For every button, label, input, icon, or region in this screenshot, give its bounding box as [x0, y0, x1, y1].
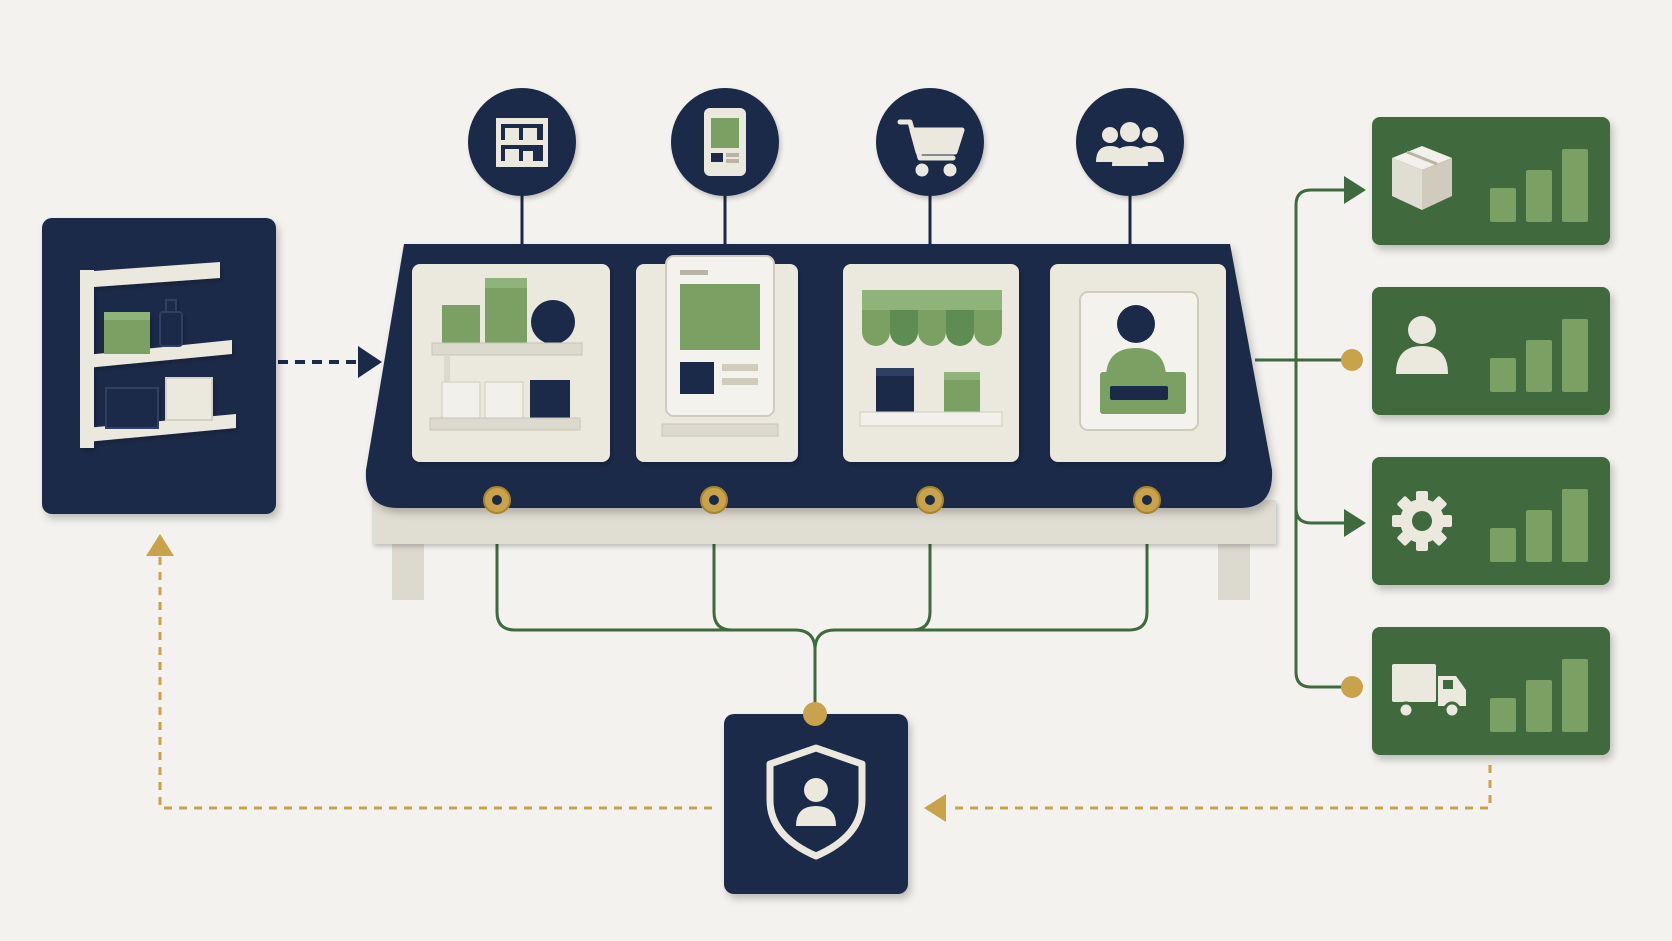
chart-bar — [1526, 170, 1552, 222]
chart-bar — [1526, 340, 1552, 392]
platform-to-outputs-branches — [1255, 188, 1352, 689]
chart-bar — [1490, 188, 1516, 222]
customers-group-icon — [1096, 122, 1164, 166]
chart-bar — [1562, 659, 1588, 732]
module-panel-mobile — [636, 255, 798, 462]
kiosk-screen-icon — [661, 255, 779, 437]
inventory-source-panel — [42, 218, 276, 514]
customer-profile-icon — [1079, 291, 1199, 431]
chart-bar — [1562, 149, 1588, 222]
module-panel-inventory — [412, 264, 610, 462]
package-box-icon — [1392, 146, 1452, 210]
shopping-cart-icon — [897, 119, 965, 177]
chart-bar — [1490, 358, 1516, 392]
source-to-platform-arrow — [278, 346, 382, 378]
security-node — [724, 702, 908, 894]
chart-bar — [1526, 680, 1552, 732]
bar-chart-icon — [1490, 659, 1588, 732]
gear-icon — [1392, 491, 1452, 551]
user-icon — [1396, 316, 1448, 374]
module-panel-store — [843, 264, 1019, 462]
outputs-to-security-feedback-arrow — [924, 765, 1492, 822]
security-to-source-feedback-arrow — [146, 534, 712, 810]
chart-bar — [1526, 510, 1552, 562]
storefront-icon — [859, 290, 1003, 427]
commerce-platform — [365, 244, 1276, 600]
module-icon-warehouse — [468, 88, 576, 196]
security-connection-dot — [803, 702, 827, 726]
output-panel-settings — [1372, 457, 1610, 585]
stocked-shelf-icon — [429, 278, 583, 431]
module-icon-customers — [1076, 88, 1184, 196]
chart-bar — [1490, 528, 1516, 562]
chart-bar — [1490, 698, 1516, 732]
module-to-security-tree — [495, 500, 1149, 712]
bar-chart-icon — [1490, 319, 1588, 392]
chart-bar — [1562, 489, 1588, 562]
delivery-truck-icon — [1392, 664, 1466, 719]
shield-user-icon — [766, 744, 866, 860]
module-panel-customers — [1050, 264, 1226, 462]
mobile-device-icon — [704, 108, 746, 176]
module-icon-stems — [520, 196, 1132, 250]
chart-bar — [1562, 319, 1588, 392]
warehouse-shelves-icon — [496, 118, 548, 167]
output-panel-users — [1372, 287, 1610, 415]
output-panel-packages — [1372, 117, 1610, 245]
module-icon-cart — [876, 88, 984, 196]
inventory-shelf-icon — [80, 262, 236, 448]
module-icon-mobile — [671, 88, 779, 196]
bar-chart-icon — [1490, 149, 1588, 222]
branch-junction-dots — [1341, 349, 1363, 698]
branch-arrowheads — [1344, 176, 1366, 537]
bar-chart-icon — [1490, 489, 1588, 562]
output-panel-delivery — [1372, 627, 1610, 755]
